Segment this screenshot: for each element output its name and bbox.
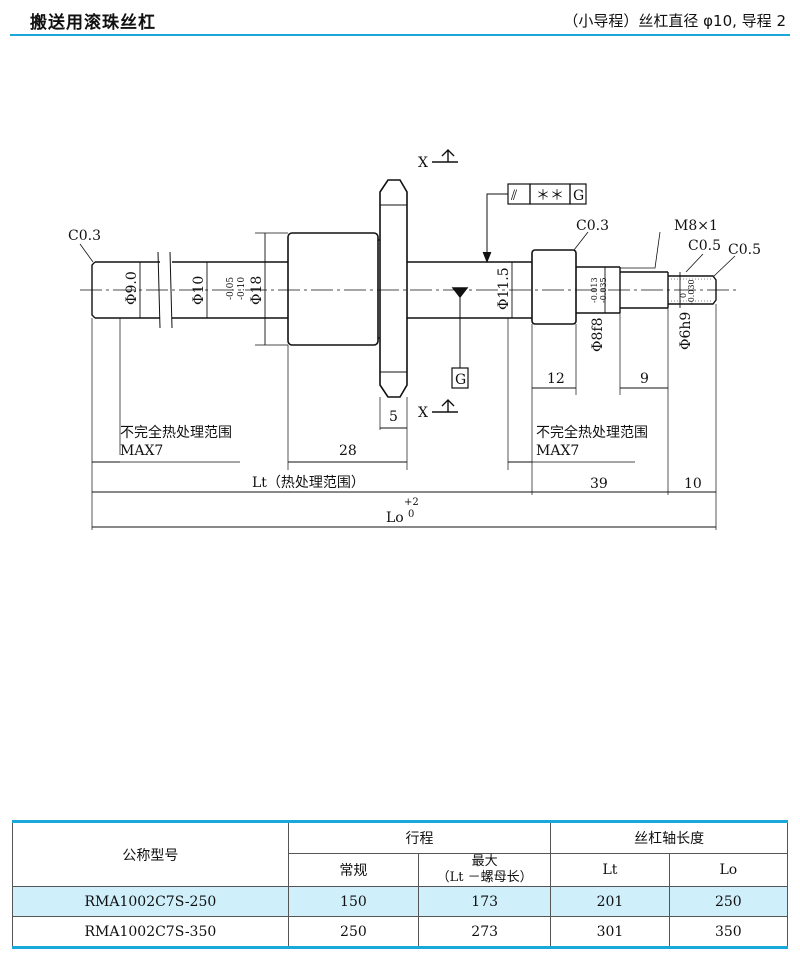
row-normal: 250 — [287, 916, 420, 949]
note-right-2: MAX7 — [536, 443, 579, 459]
row-lt: 301 — [550, 916, 670, 949]
ball-screw-drawing: C0.3 C0.3 M8×1 C0.5 C0.5 X X ⫽ ＊＊ G G Φ9… — [68, 149, 761, 530]
page-subtitle: （小导程）丝杠直径 φ10, 导程 2 — [563, 12, 786, 30]
dim-28: 28 — [339, 443, 357, 459]
note-right-1: 不完全热处理范围 — [536, 424, 648, 441]
tol-6-lower: -0.030 — [687, 279, 696, 305]
left-shaft — [91, 261, 288, 319]
row-lo: 250 — [668, 886, 789, 917]
row-max: 273 — [418, 916, 552, 949]
bearing-journal — [531, 249, 577, 325]
section-x-bottom: X — [418, 405, 428, 421]
note-left-1: 不完全热处理范围 — [120, 424, 232, 441]
chamfer-r2-label: C0.5 — [728, 242, 761, 258]
col-model-header: 公称型号 — [12, 820, 289, 887]
tol-8-upper: -0.013 — [590, 277, 599, 303]
col-max-sub-label: （Lt －螺母长） — [436, 870, 533, 885]
datum-g-label: G — [455, 372, 466, 388]
dia-11-5-label: Φ11.5 — [496, 267, 512, 310]
dia-18-label: Φ18 — [249, 276, 265, 305]
tol-10-lower: -0.10 — [237, 277, 247, 300]
dim-12: 12 — [547, 371, 565, 387]
thread-label: M8×1 — [674, 218, 718, 234]
section-x-top: X — [418, 155, 428, 171]
table-row: RMA1002C7S-350 250 273 301 350 — [12, 916, 789, 949]
chamfer-mid-label: C0.3 — [576, 218, 609, 234]
row-model: RMA1002C7S-350 — [12, 916, 289, 949]
col-lo-header: Lo — [668, 853, 789, 887]
chamfer-r1-label: C0.5 — [688, 238, 721, 254]
nut-flange — [379, 179, 408, 398]
dim-5: 5 — [389, 409, 398, 425]
page-header: 搬送用滚珠丝杠 （小导程）丝杠直径 φ10, 导程 2 — [10, 4, 790, 36]
lo-tol-upper: +2 — [404, 497, 419, 508]
row-normal: 150 — [287, 886, 420, 917]
chamfer-left-label: C0.3 — [68, 228, 101, 244]
row-lt: 201 — [550, 886, 670, 917]
page-title: 搬送用滚珠丝杠 — [30, 13, 156, 33]
row-max: 173 — [418, 886, 552, 917]
lo-tol-lower: 0 — [408, 509, 414, 520]
gdt-parallel-icon: ⫽ — [510, 188, 518, 204]
dim-39: 39 — [590, 476, 608, 492]
lo-label: Lo — [386, 510, 404, 526]
gdt-value: ＊＊ — [536, 188, 564, 204]
tol-6-upper: 0 — [679, 293, 688, 298]
nut-body — [287, 232, 379, 346]
dia-10-label: Φ10 — [191, 276, 207, 305]
col-stroke-header: 行程 — [287, 820, 552, 854]
row-lo: 350 — [668, 916, 789, 949]
col-max-header: 最大 （Lt －螺母长） — [418, 853, 552, 887]
col-shaft-header: 丝杠轴长度 — [550, 820, 788, 854]
dia-9-label: Φ9.0 — [124, 271, 140, 305]
dim-10: 10 — [684, 476, 702, 492]
table-row: RMA1002C7S-250 150 173 201 250 — [12, 886, 789, 917]
gdt-datum-ref: G — [573, 188, 584, 204]
row-model: RMA1002C7S-250 — [12, 886, 289, 917]
lt-label: Lt（热处理范围） — [252, 474, 365, 491]
col-max-label: 最大 — [471, 854, 498, 869]
tol-10-upper: -0.05 — [226, 277, 236, 300]
note-left-2: MAX7 — [120, 443, 163, 459]
dim-9: 9 — [640, 371, 649, 387]
dia-6-label: Φ6h9 — [678, 312, 694, 350]
dia-8-label: Φ8f8 — [590, 318, 606, 352]
spec-table: 公称型号 行程 丝杠轴长度 常规 最大 （Lt －螺母长） Lt Lo RMA1… — [12, 820, 789, 949]
col-lt-header: Lt — [550, 853, 670, 887]
tol-8-lower: -0.035 — [599, 277, 608, 303]
col-normal-header: 常规 — [287, 853, 420, 887]
